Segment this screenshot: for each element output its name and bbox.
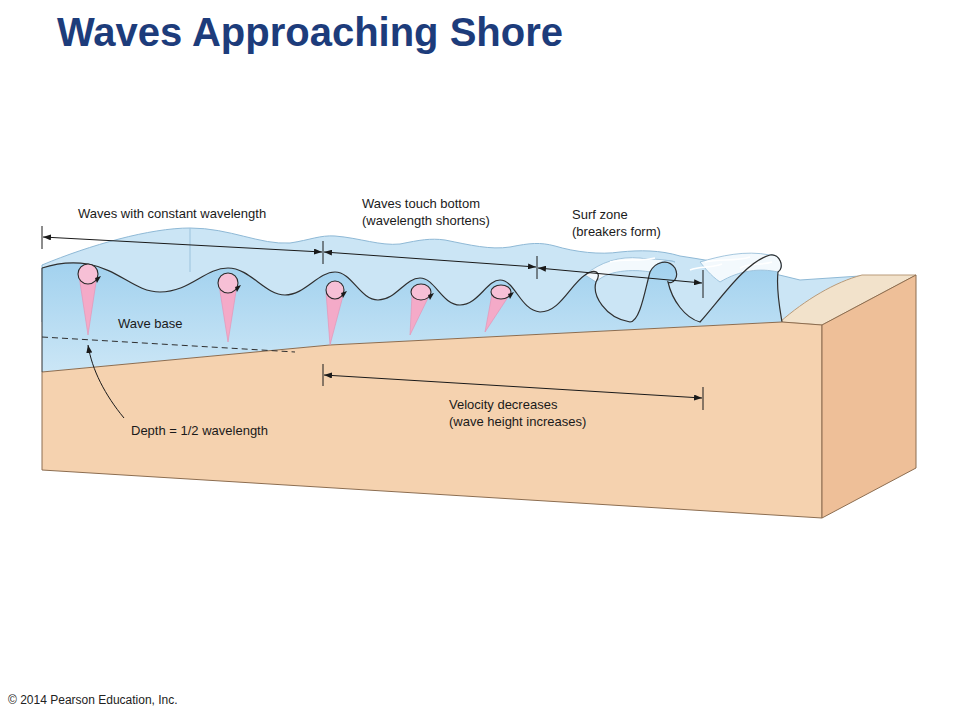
- dimension-tick: [703, 270, 704, 298]
- bracket-label: Velocity decreases (wave height increase…: [449, 397, 590, 431]
- orbit-arrowhead: [95, 276, 101, 283]
- wave-base-label: Wave base: [118, 316, 183, 333]
- region-label: Waves touch bottom (wavelength shortens): [362, 196, 493, 230]
- orbit-ellipse: [491, 285, 511, 299]
- dimension-arrow: [538, 268, 702, 283]
- orbit-arrowhead: [428, 293, 434, 300]
- orbit-ellipse: [411, 284, 431, 300]
- orbit-circle: [218, 273, 238, 293]
- orbit-arrowhead: [235, 285, 241, 292]
- dimension-tick: [42, 226, 43, 249]
- depth-label: Depth = 1/2 wavelength: [131, 423, 268, 440]
- orbit-circle: [78, 264, 98, 284]
- surface-edge: [190, 228, 191, 272]
- orbit-arrowhead: [341, 291, 347, 298]
- dimension-tick: [537, 256, 538, 279]
- dimension-arrow: [324, 252, 536, 267]
- orbit-arrowhead: [508, 292, 514, 299]
- copyright-caption: © 2014 Pearson Education, Inc.: [8, 693, 178, 709]
- dimension-tick: [703, 387, 704, 410]
- region-label: Surf zone (breakers form): [572, 207, 664, 241]
- dimension-tick: [323, 364, 324, 386]
- region-label: Waves with constant wavelength: [78, 206, 266, 223]
- breaker-foam: [585, 258, 675, 282]
- dimension-arrow: [43, 237, 322, 252]
- sand-side: [822, 275, 916, 518]
- orbital-cone: [485, 294, 510, 332]
- orbit-circle: [326, 281, 344, 299]
- dimension-arrow: [324, 375, 702, 398]
- orbit-circles: [78, 264, 511, 300]
- orbit-arrows: [95, 276, 514, 300]
- orbital-cones: [79, 276, 510, 345]
- sand-front: [42, 322, 822, 518]
- depth-leader: [88, 345, 124, 418]
- dimension-tick: [323, 241, 324, 264]
- slide-title: Waves Approaching Shore: [57, 10, 563, 54]
- orbital-cone: [326, 292, 344, 345]
- orbital-cone: [79, 276, 97, 335]
- block-edge: [42, 268, 43, 372]
- wave-base-line: [42, 337, 295, 352]
